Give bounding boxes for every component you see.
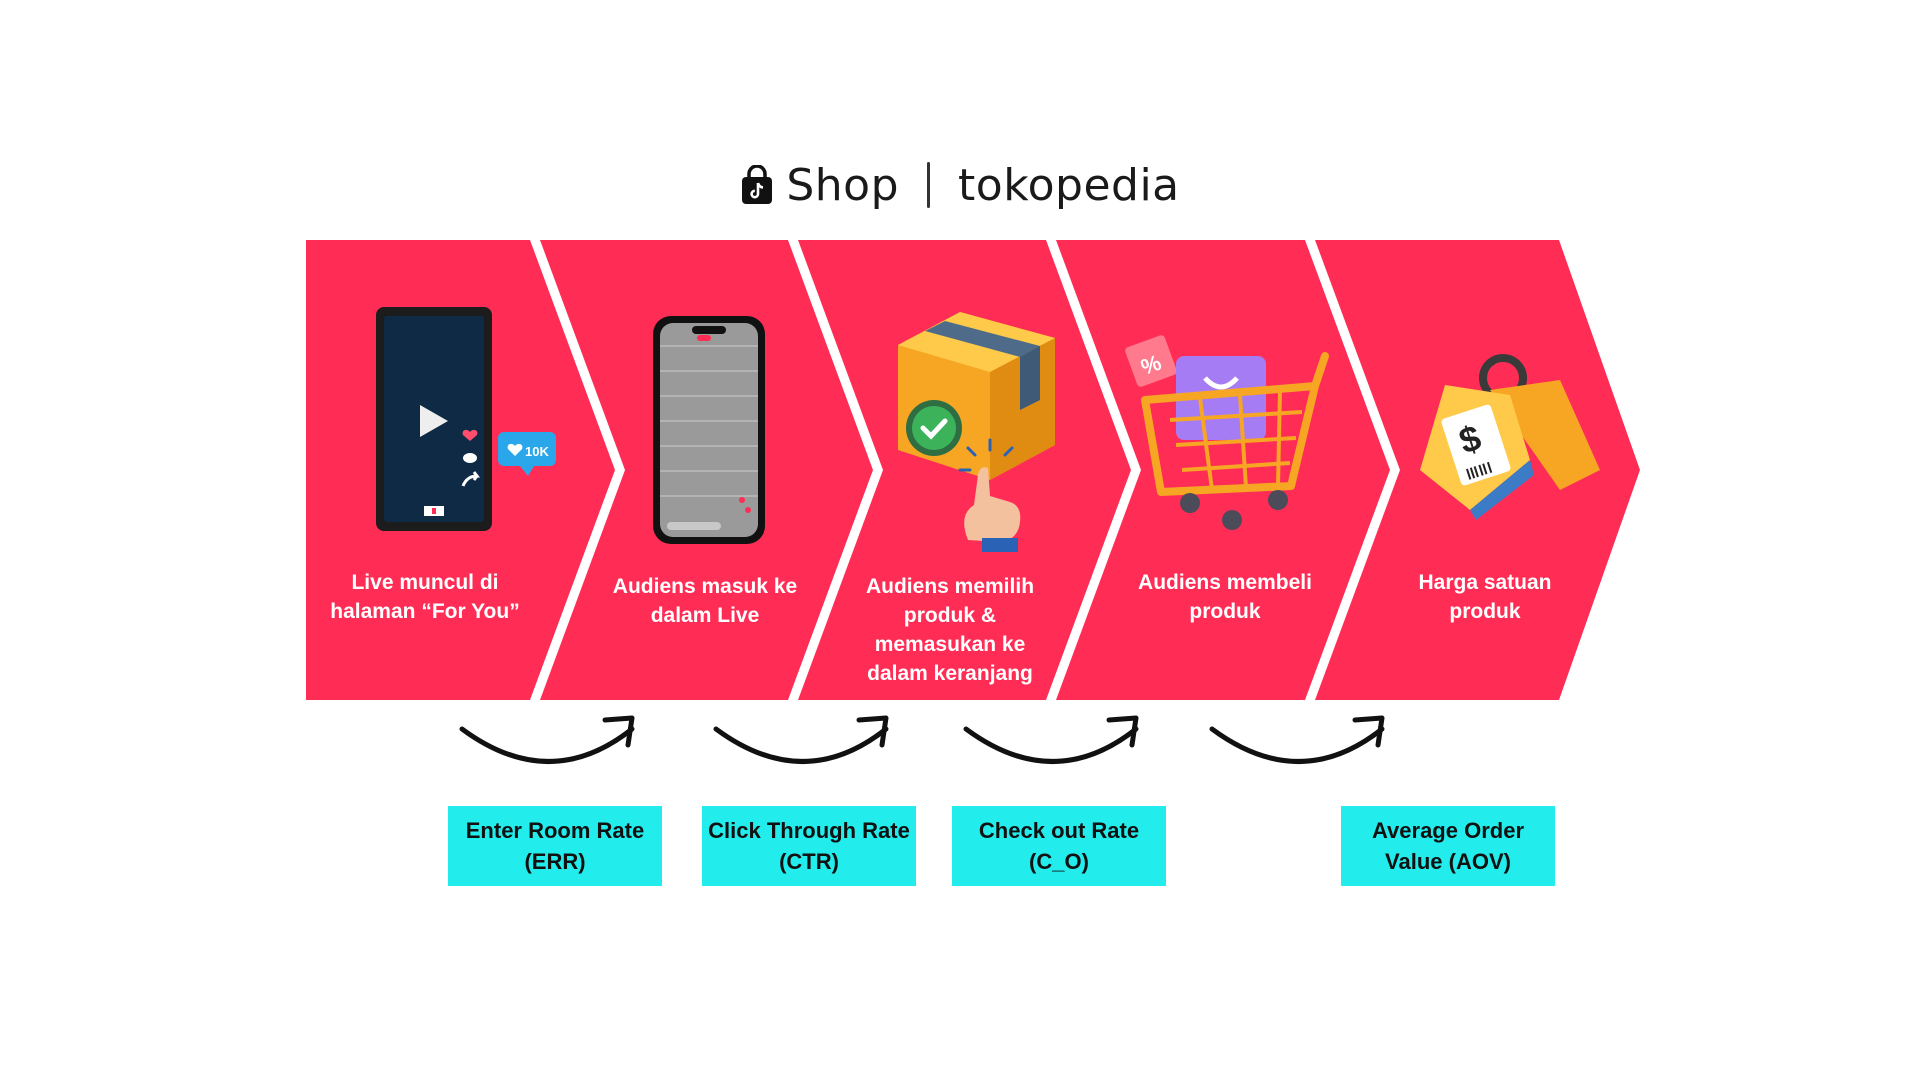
arrow-2 (713, 715, 889, 764)
step-2-label: Audiens masuk ke dalam Live (612, 575, 798, 627)
metric-checkout-line1: Check out Rate (978, 818, 1140, 843)
logo-divider (927, 162, 931, 208)
shopping-bag-icon (742, 165, 773, 204)
metric-aov-line1: Average Order (1371, 818, 1525, 843)
tokopedia-logo: tokopedia (958, 159, 1180, 211)
metric-ctr-line2: (CTR) (779, 849, 839, 874)
price-tag-icon: $ (1420, 354, 1600, 520)
box-tap-icon (898, 312, 1055, 552)
arrow-4 (1209, 715, 1385, 764)
step-1-label: Live muncul di halaman “For You” (330, 571, 520, 623)
step-4-label: Audiens membeli produk (1138, 571, 1312, 623)
smartphone-icon (653, 316, 765, 544)
phone-play-icon: 10K (376, 307, 556, 531)
like-count-bubble: 10K (498, 432, 556, 476)
metric-aov: Average Order Value (AOV) (1341, 806, 1555, 886)
metric-aov-line2: Value (AOV) (1385, 849, 1511, 874)
step-3-label: Audiens memilih produk & memasukan ke da… (865, 575, 1035, 685)
metric-err-line1: Enter Room Rate (465, 818, 645, 843)
header-logos: Shop tokopedia (0, 150, 1920, 220)
metric-err-line2: (ERR) (524, 849, 586, 874)
tiktok-shop-logo: Shop (740, 160, 899, 211)
like-count-text: 10K (525, 444, 549, 459)
step-5-label: Harga satuan produk (1418, 571, 1552, 623)
metric-checkout-line2: (C_O) (1029, 849, 1089, 874)
metric-ctr-line1: Click Through Rate (708, 818, 910, 843)
metric-checkout: Check out Rate (C_O) (952, 806, 1166, 886)
metric-ctr: Click Through Rate (CTR) (702, 806, 916, 886)
arrow-3 (963, 715, 1139, 764)
metric-err: Enter Room Rate (ERR) (448, 806, 662, 886)
shop-label: Shop (786, 159, 900, 211)
arrow-1 (459, 715, 635, 764)
shopping-cart-icon: % (1125, 335, 1329, 530)
